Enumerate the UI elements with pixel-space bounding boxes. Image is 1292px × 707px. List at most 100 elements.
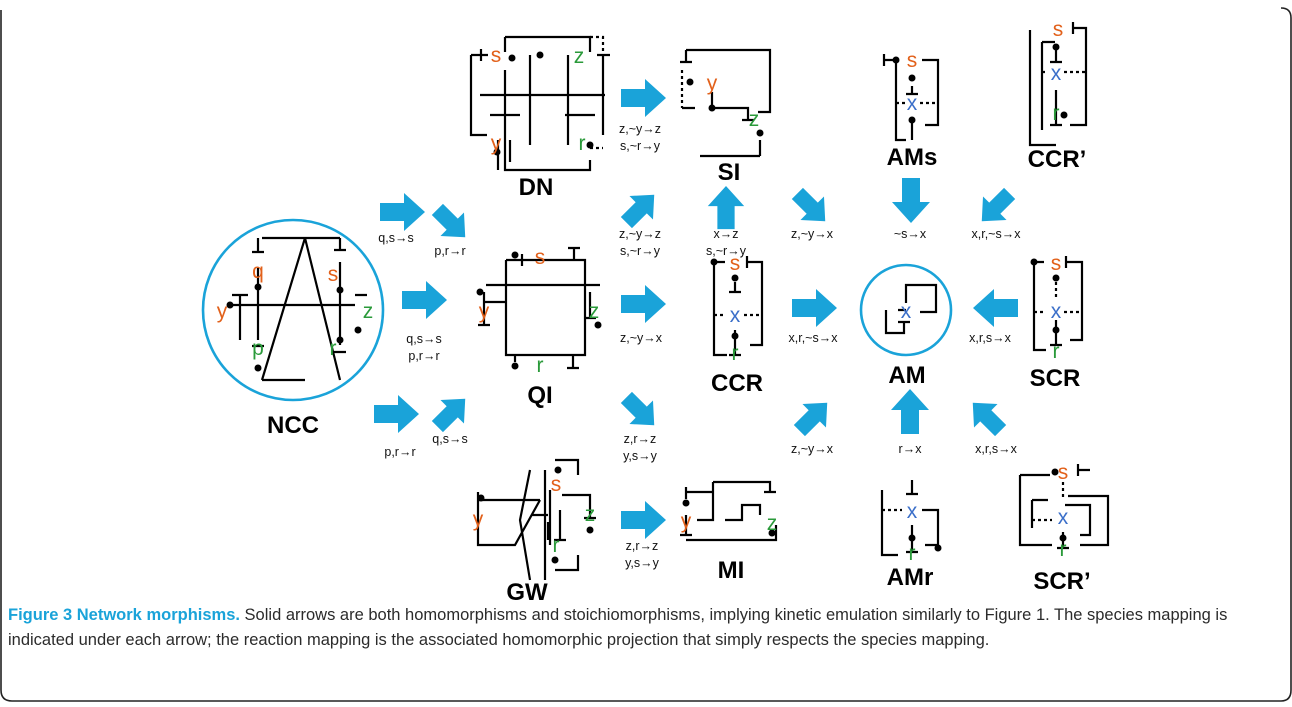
species-r: r	[537, 354, 544, 377]
species-y: y	[707, 72, 718, 95]
label-scr: SCR	[1030, 365, 1081, 392]
map-gw-mi-2: y,s→y	[625, 556, 660, 570]
arrow-ncc-gw	[374, 395, 419, 433]
species-y: y	[681, 510, 692, 533]
map-ncc-dn: q,s→s	[378, 231, 413, 245]
label-gw: GW	[506, 579, 548, 606]
label-ccr: CCR	[711, 370, 763, 397]
arrow-ncc-qi	[402, 281, 447, 319]
label-si: SI	[718, 159, 741, 186]
map-qi-mi-2: y,s→y	[623, 449, 658, 463]
species-y: y	[217, 300, 228, 323]
network-am: x	[859, 263, 953, 357]
network-scr: s x r	[1030, 252, 1084, 363]
species-p: p	[252, 337, 264, 360]
network-ccr: s x r	[710, 252, 764, 365]
arrow-si-am	[785, 181, 837, 233]
label-ccr-prime: CCR’	[1028, 146, 1087, 173]
network-ncc: q s y z p r	[201, 218, 385, 402]
map-qi-si-2: s,~r→y	[620, 244, 661, 258]
species-s: s	[1058, 461, 1069, 484]
map-ccrp-am: x,r,~s→x	[972, 227, 1022, 241]
network-dn: s z y r	[469, 35, 610, 172]
arrow-qi-mi	[614, 385, 666, 437]
network-gw: y s z r	[473, 458, 596, 581]
arrow-dn-si	[621, 79, 666, 117]
species-r: r	[1053, 102, 1060, 125]
species-s: s	[1051, 252, 1062, 275]
map-ncc-qi-1: q,s→s	[406, 332, 441, 346]
mapping-labels: q,s→s p,r→r q,s→s p,r→r q,s→s p,r→r z,~y…	[378, 122, 1021, 570]
arrow-ccr-am	[792, 289, 837, 327]
arrow-ccr-si	[707, 185, 745, 230]
map-ccr-am: x,r,~s→x	[789, 331, 839, 345]
species-z: z	[574, 45, 585, 68]
arrow-scrp-am	[961, 391, 1013, 443]
arrow-amr-am	[891, 389, 929, 434]
network-scr-prime: s x r	[1018, 461, 1110, 561]
label-ncc: NCC	[267, 412, 319, 439]
network-ccr-prime: s x r	[1028, 18, 1088, 147]
arrow-dn-qi	[425, 197, 477, 249]
species-s: s	[1053, 18, 1064, 41]
species-s: s	[328, 263, 339, 286]
figure-frame	[0, 7, 1292, 702]
species-s: s	[730, 252, 741, 275]
network-mi: y z	[680, 480, 778, 542]
map-ncc-qi-2: p,r→r	[408, 349, 439, 363]
map-si-am: z,~y→x	[791, 227, 834, 241]
species-q: q	[252, 260, 264, 283]
map-amr-am: r→x	[899, 442, 923, 456]
arrow-qi-ccr	[621, 285, 666, 323]
species-x: x	[901, 300, 912, 323]
species-y: y	[473, 508, 484, 531]
network-ams: s x	[882, 49, 940, 142]
caption-label: Figure 3 Network morphisms.	[8, 606, 240, 624]
map-scr-am: x,r,s→x	[969, 331, 1011, 345]
species-r: r	[1053, 340, 1060, 363]
map-qi-ccr: z,~y→x	[620, 331, 663, 345]
network-si: y z	[680, 48, 772, 158]
species-r: r	[732, 342, 739, 365]
species-x: x	[1051, 62, 1062, 85]
label-am: AM	[888, 362, 925, 389]
label-scr-prime: SCR’	[1033, 568, 1090, 595]
map-dn-si-2: s,~r→y	[620, 139, 661, 153]
arrow-ccrp-am	[970, 181, 1022, 233]
species-z: z	[767, 512, 778, 535]
map-mi-am: z,~y→x	[791, 442, 834, 456]
species-x: x	[907, 500, 918, 523]
arrow-ams-am	[892, 178, 930, 223]
species-x: x	[907, 92, 918, 115]
arrow-ncc-dn	[380, 193, 425, 231]
species-z: z	[749, 108, 760, 131]
map-dn-qi: p,r→r	[434, 244, 465, 258]
map-ams-am: ~s→x	[894, 227, 927, 241]
species-s: s	[907, 49, 918, 72]
map-ccr-si-2: s,~r→y	[706, 244, 747, 258]
species-s: s	[491, 44, 502, 67]
species-x: x	[730, 304, 741, 327]
label-dn: DN	[519, 174, 554, 201]
label-amr: AMr	[887, 564, 934, 591]
species-y: y	[479, 300, 490, 323]
species-x: x	[1051, 300, 1062, 323]
map-gw-mi-1: z,r→z	[626, 539, 659, 553]
species-r: r	[553, 534, 560, 557]
label-qi: QI	[527, 382, 552, 409]
map-qi-si-1: z,~y→z	[619, 227, 661, 241]
network-amr: x r	[880, 480, 942, 565]
species-s: s	[551, 473, 562, 496]
species-s: s	[535, 246, 546, 269]
figure-caption: Figure 3 Network morphisms. Solid arrows…	[8, 603, 1278, 653]
network-qi: s y z r	[476, 246, 602, 377]
arrow-scr-am	[973, 289, 1018, 327]
arrow-gw-mi	[621, 501, 666, 539]
label-ams: AMs	[887, 144, 938, 171]
label-mi: MI	[718, 557, 745, 584]
species-r: r	[1060, 538, 1067, 561]
species-z: z	[363, 300, 374, 323]
arrow-mi-am	[787, 391, 839, 443]
species-z: z	[589, 300, 600, 323]
map-ccr-si-1: x→z	[714, 227, 739, 241]
